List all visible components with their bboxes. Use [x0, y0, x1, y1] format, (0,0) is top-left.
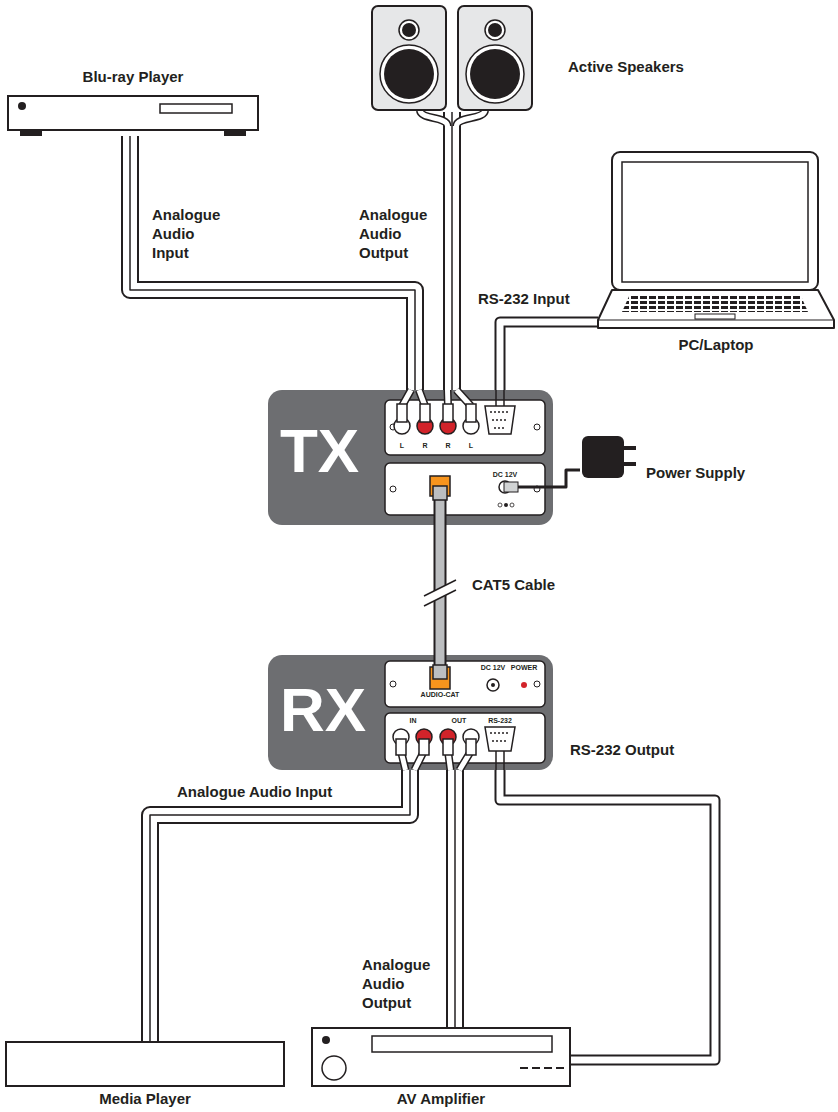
- panel-marking: DC 12V: [481, 664, 506, 671]
- laptop-device: [598, 152, 834, 328]
- device-label: RX: [280, 679, 366, 741]
- cable-stroke: [500, 322, 598, 390]
- rx-unit: [268, 655, 553, 770]
- cable-label: Analogue Audio Input: [175, 782, 334, 803]
- panel-marking: AUDIO-CAT: [421, 691, 460, 698]
- device-label: AV Amplifier: [312, 1090, 570, 1109]
- panel-marking: L: [469, 442, 473, 449]
- cable-connector: [500, 770, 715, 1060]
- cable-stroke: [446, 770, 464, 1028]
- panel-marking: POWER: [511, 664, 537, 671]
- speaker-node: Active Speakers: [370, 4, 532, 112]
- cable-connector: [500, 322, 598, 390]
- cable-stroke: [454, 770, 456, 1028]
- cable-connector: [452, 112, 453, 390]
- tx-unit: [268, 390, 553, 525]
- cable-label: Analogue Audio Output: [357, 205, 441, 263]
- cable-stroke: [443, 112, 461, 390]
- bluray-device: [8, 96, 258, 136]
- device-label: Blu-ray Player: [0, 68, 278, 87]
- bluray-node: Blu-ray Player: [8, 96, 258, 136]
- device-label: Media Player: [6, 1090, 284, 1109]
- cable-label: CAT5 Cable: [470, 575, 557, 596]
- power-adapter: [582, 436, 636, 478]
- media-player-node: Media Player: [6, 1042, 284, 1086]
- cable-break-mark: [424, 580, 456, 606]
- speaker-pair: [372, 6, 532, 126]
- receiver-unit: RX: [268, 655, 553, 770]
- panel-marking: DC 12V: [493, 471, 518, 478]
- cable-stroke: [553, 470, 580, 487]
- device-label: PC/Laptop: [598, 336, 834, 355]
- panel-marking: OUT: [452, 717, 467, 724]
- cable-connector: [553, 470, 580, 487]
- amplifier-device: [312, 1028, 570, 1086]
- panel-marking: R: [422, 442, 427, 449]
- device-label: TX: [280, 420, 359, 482]
- cable-label: Analogue Audio Input: [150, 205, 234, 263]
- power-supply-node: Power Supply: [580, 434, 638, 482]
- cable-stroke: [500, 770, 715, 1060]
- cable-stroke: [500, 770, 715, 1060]
- laptop-node: PC/Laptop: [598, 150, 834, 330]
- cable-stroke: [445, 112, 459, 390]
- panel-marking: IN: [410, 717, 417, 724]
- media-player-device: [6, 1042, 284, 1086]
- cable-stroke: [500, 322, 598, 390]
- cable-label: RS-232 Input: [476, 289, 572, 310]
- cable-label: RS-232 Output: [568, 740, 676, 761]
- transmitter-unit: TX: [268, 390, 553, 525]
- device-label: Power Supply: [646, 464, 745, 483]
- panel-marking: R: [445, 442, 450, 449]
- amplifier-node: AV Amplifier: [312, 1028, 570, 1086]
- cable-stroke: [448, 770, 462, 1028]
- cable-stroke: [451, 112, 453, 390]
- cable-connector: [455, 770, 456, 1028]
- panel-marking: RS-232: [488, 717, 512, 724]
- cable-label: Analogue Audio Output: [360, 955, 444, 1013]
- device-label: Active Speakers: [568, 58, 684, 77]
- panel-marking: L: [400, 442, 404, 449]
